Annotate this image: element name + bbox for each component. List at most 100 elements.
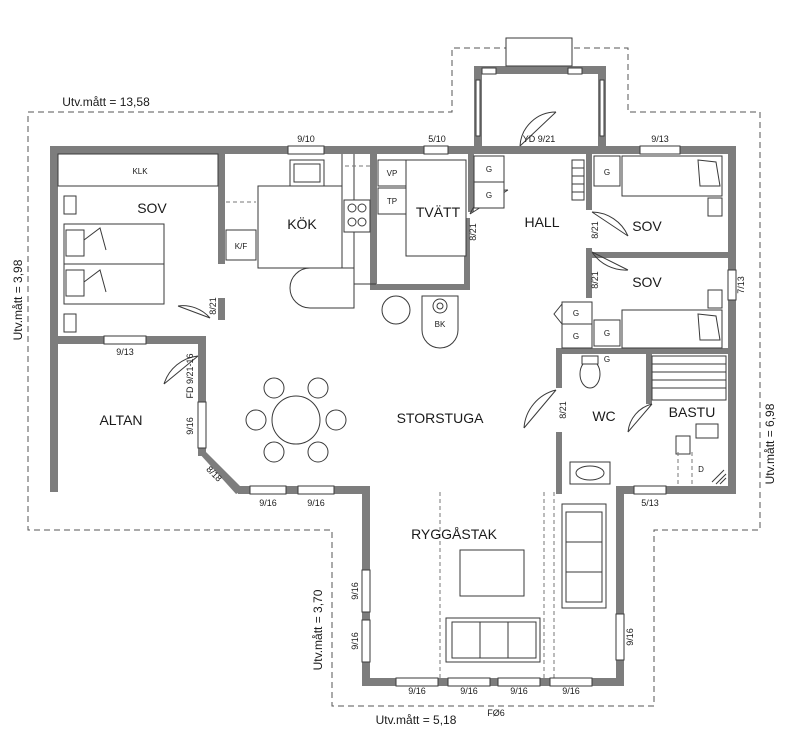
single-bed-sov3 <box>621 309 723 349</box>
coffee-table <box>459 549 525 597</box>
window-label: 5/10 <box>428 134 446 144</box>
foundation-label: FØ6 <box>487 708 505 718</box>
window-label: 9/16 <box>350 632 360 650</box>
wardrobe-hall-2 <box>473 181 505 209</box>
sauna-bench <box>651 355 727 401</box>
dimension-wing-depth: Utv.mått = 3,70 <box>311 589 325 670</box>
door-bastu <box>627 403 653 433</box>
label-sov3: SOV <box>632 274 662 290</box>
window-sov3-right <box>727 269 737 301</box>
wardrobe-label: G <box>573 309 579 318</box>
label-kf: K/F <box>235 242 248 251</box>
sauna-stove-d <box>711 469 727 485</box>
label-d: D <box>698 465 704 474</box>
fireplace-area <box>381 295 459 349</box>
wardrobe-label: G <box>604 355 610 364</box>
window-kok-top <box>287 145 325 155</box>
kitchen-island <box>257 185 343 269</box>
label-altan: ALTAN <box>99 412 142 428</box>
label-kok: KÖK <box>287 215 317 232</box>
label-wc: WC <box>592 408 615 424</box>
dining-table <box>271 395 321 445</box>
label-storstuga: STORSTUGA <box>397 410 485 426</box>
window-wc-bottom <box>633 485 667 495</box>
window-altan-left <box>197 401 207 449</box>
label-sov1: SOV <box>137 200 167 216</box>
window-ryg-bottom-2 <box>447 677 491 687</box>
fridge-kf <box>225 229 257 261</box>
dryer-tp <box>377 187 407 215</box>
window-label: 9/16 <box>185 417 195 435</box>
door-label: 8/21 <box>468 223 478 241</box>
wardrobe-label: G <box>604 168 610 177</box>
label-bk: BK <box>435 320 446 329</box>
single-bed-sov2 <box>621 155 723 197</box>
stove <box>343 199 371 233</box>
window-label: 9/16 <box>562 686 580 696</box>
window-bottom-b <box>297 485 335 495</box>
window-sov1-bottom <box>103 335 147 345</box>
round-stool <box>381 295 411 325</box>
label-tvatt: TVÄTT <box>416 204 461 220</box>
kok-furniture <box>225 154 376 309</box>
window-label: 9/16 <box>259 498 277 508</box>
window-label: 9/16 <box>625 628 635 646</box>
dimension-left-depth: Utv.mått = 3,98 <box>11 259 25 340</box>
label-tp: TP <box>387 197 397 206</box>
window-label: 9/13 <box>651 134 669 144</box>
window-sov2-top <box>639 145 681 155</box>
label-sov2: SOV <box>632 218 662 234</box>
wardrobe-sov3-3 <box>593 319 621 347</box>
interior-walls <box>218 154 728 494</box>
dimension-wing-width: Utv.mått = 5,18 <box>376 713 457 727</box>
door-label: FD 9/21-16 <box>185 353 195 398</box>
hall-furniture <box>473 155 593 349</box>
dining-set <box>245 377 347 463</box>
label-vp: VP <box>387 169 398 178</box>
entrance-vestibule <box>474 37 606 148</box>
window-ryg-bottom-4 <box>549 677 593 687</box>
door-label: YD 9/21 <box>523 134 556 144</box>
door-altan <box>163 355 199 385</box>
ryggastak-furniture <box>445 503 607 663</box>
bastu-furniture <box>651 355 727 485</box>
bathtub-shower <box>569 461 611 485</box>
door-label: 8/21 <box>590 271 600 289</box>
wc-sink <box>675 435 691 455</box>
wardrobe-label: G <box>573 332 579 341</box>
tvatt-furniture <box>377 159 467 257</box>
window-label: 9/16 <box>307 498 325 508</box>
window-label: 9/16 <box>408 686 426 696</box>
window-label: 9/10 <box>297 134 315 144</box>
window-label: 9/16 <box>510 686 528 696</box>
dimension-right-depth: Utv.mått = 6,98 <box>763 403 777 484</box>
sov3-furniture <box>593 289 723 349</box>
dimension-total-width: Utv.mått = 13,58 <box>62 95 150 109</box>
door-label: 8/21 <box>558 401 568 419</box>
window-label: 7/13 <box>736 276 746 294</box>
sofa-right <box>561 503 607 609</box>
sov1-furniture <box>57 153 219 333</box>
window-ryg-bottom-1 <box>395 677 439 687</box>
windows <box>103 145 737 687</box>
door-wc <box>523 389 557 429</box>
sofa-bottom <box>445 617 541 663</box>
kitchen-bar <box>289 267 355 309</box>
door-label: 8/21 <box>590 221 600 239</box>
window-ryg-left-bottom <box>361 619 371 663</box>
window-tvatt-top <box>423 145 449 155</box>
window-ryg-right <box>615 613 625 661</box>
washer-vp <box>377 159 407 187</box>
window-label: 9/16 <box>460 686 478 696</box>
label-bastu: BASTU <box>669 404 716 420</box>
window-label: 9/13 <box>116 347 134 357</box>
fireplace-hearth <box>421 295 459 349</box>
wardrobe-sov2 <box>593 155 621 187</box>
window-label: 5/13 <box>641 498 659 508</box>
label-hall: HALL <box>524 214 559 230</box>
sauna-heater <box>695 423 719 439</box>
window-ryg-bottom-3 <box>497 677 541 687</box>
window-label: 9/16 <box>350 582 360 600</box>
laundry-counter <box>405 159 467 257</box>
